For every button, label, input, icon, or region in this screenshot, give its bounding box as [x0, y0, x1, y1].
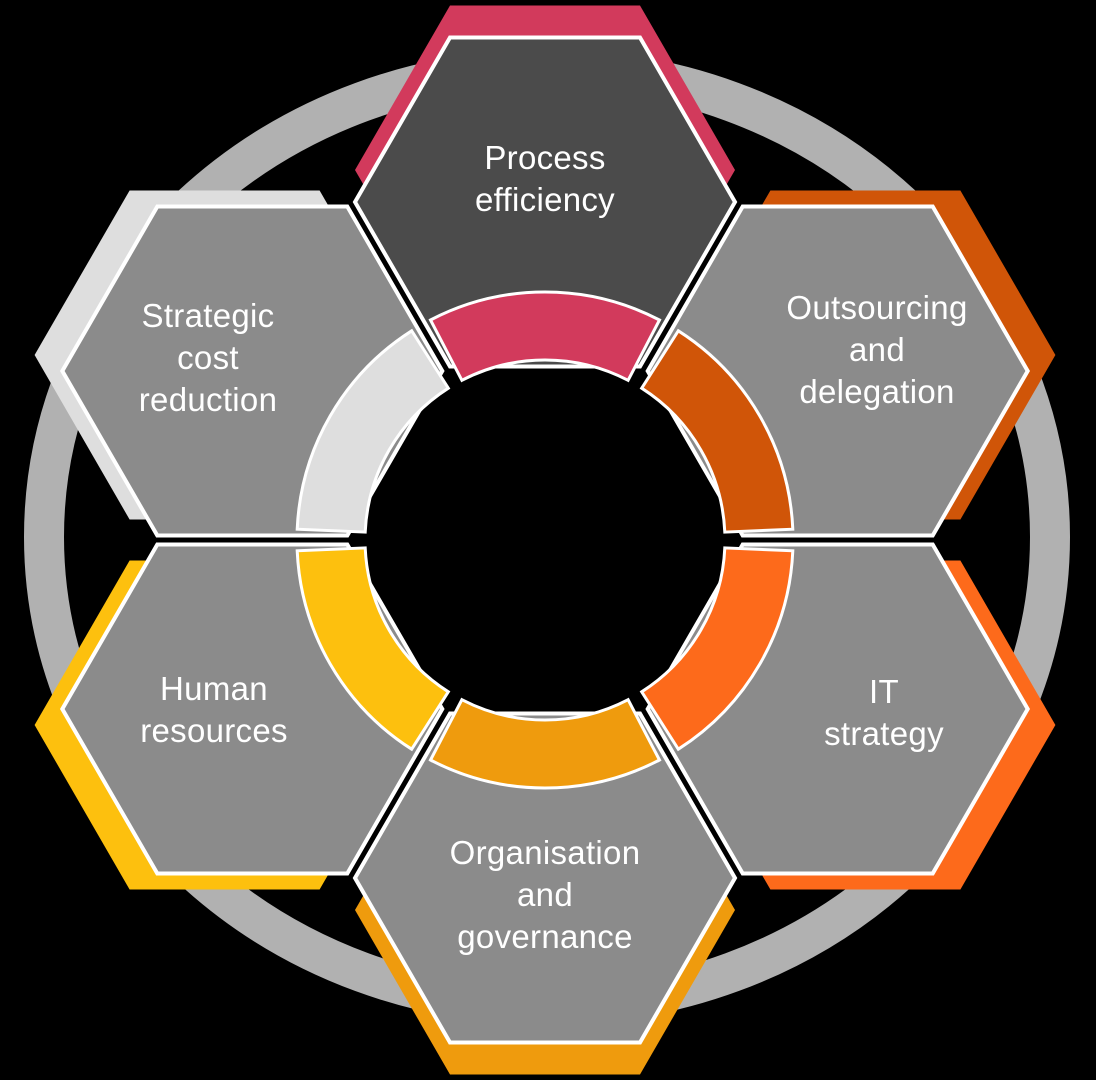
process-efficiency-label-line: Process	[484, 139, 605, 176]
human-resources-label-line: resources	[140, 712, 288, 749]
organisation-and-governance-hexagon	[352, 711, 738, 1045]
process-efficiency-ring-segment	[428, 290, 662, 383]
outsourcing-and-delegation-label-line: Outsourcing	[786, 289, 967, 326]
organisation-and-governance-label-line: Organisation	[450, 834, 641, 871]
organisation-and-governance-ring-segment	[428, 697, 662, 790]
human-resources-ring-segment	[295, 546, 451, 752]
it-strategy-label-line: strategy	[824, 715, 944, 752]
outsourcing-and-delegation-ring-segment	[639, 328, 795, 534]
process-efficiency-label-line: efficiency	[475, 181, 615, 218]
strategic-cost-reduction-ring-segment	[295, 328, 451, 534]
strategic-cost-reduction-label-line: reduction	[139, 381, 277, 418]
strategic-cost-reduction-label: Strategic cost reduction	[139, 297, 277, 418]
process-efficiency-label: Process efficiency	[475, 139, 615, 218]
outsourcing-and-delegation-label-line: and	[849, 331, 905, 368]
strategic-cost-reduction-label-line: Strategic	[142, 297, 275, 334]
it-strategy-label-line: IT	[869, 673, 899, 710]
organisation-and-governance-label-line: governance	[457, 918, 632, 955]
human-resources-label-line: Human	[160, 670, 268, 707]
human-resources-label: Human resources	[140, 670, 288, 749]
organisation-and-governance-label: Organisation and governance	[450, 834, 641, 955]
organisation-and-governance-label-line: and	[517, 876, 573, 913]
it-strategy-ring-segment	[639, 546, 795, 752]
process-efficiency-hexagon	[352, 35, 738, 369]
strategic-cost-reduction-label-line: cost	[177, 339, 239, 376]
outsourcing-and-delegation-label-line: delegation	[799, 373, 954, 410]
outsourcing-and-delegation-label: Outsourcing and delegation	[786, 289, 967, 410]
it-strategy-label: IT strategy	[824, 673, 944, 752]
inner-ring-layer	[295, 290, 795, 790]
